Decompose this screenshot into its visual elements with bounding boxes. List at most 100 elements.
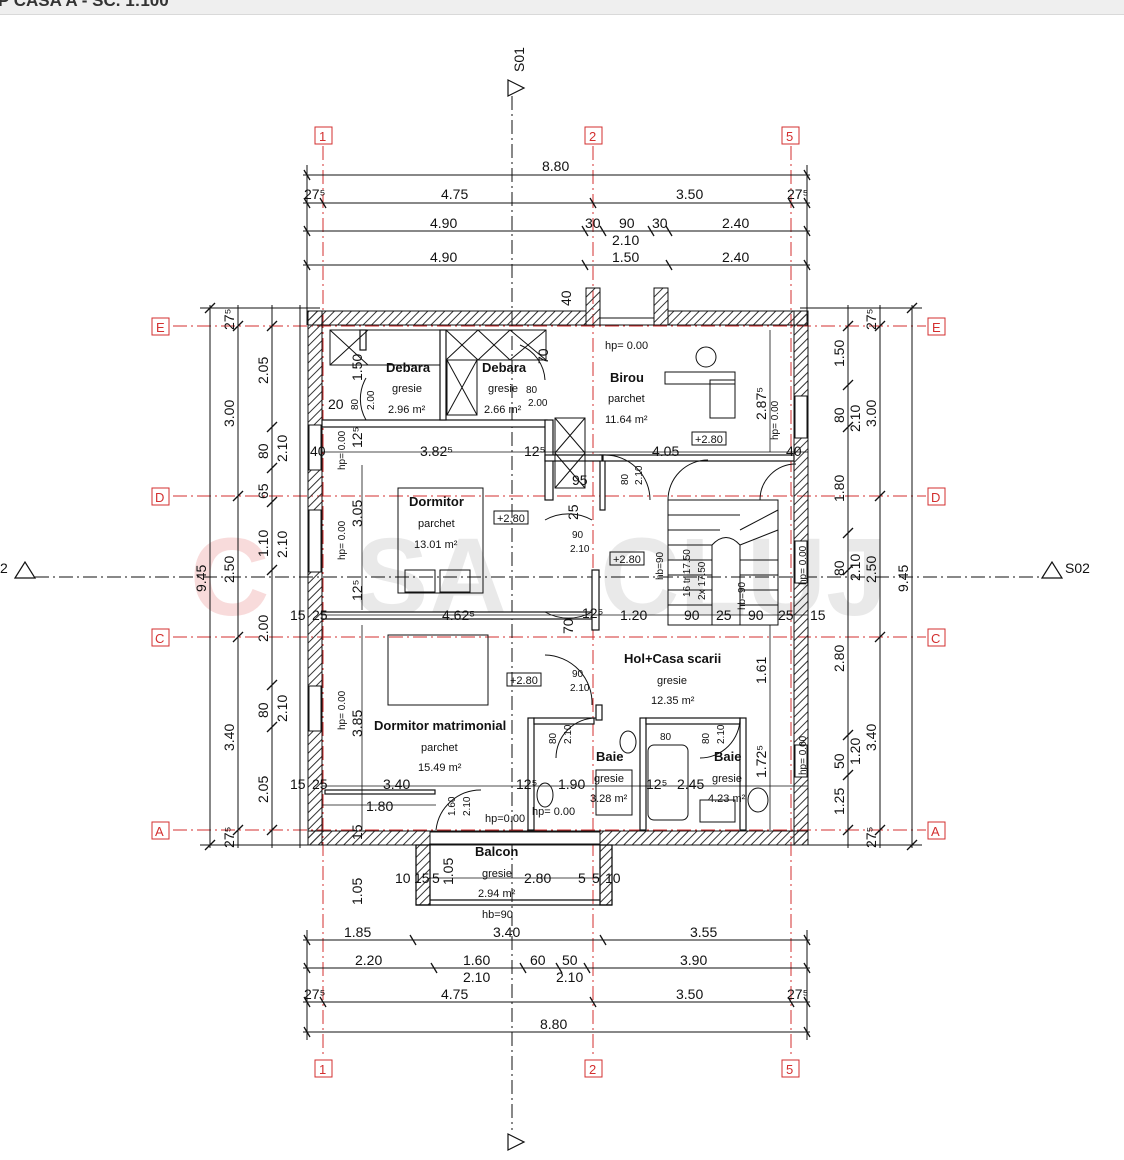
svg-text:1.20: 1.20 (847, 738, 863, 765)
svg-text:90: 90 (748, 607, 764, 623)
room-debara-2: Debara gresie 2.66 m² (482, 360, 527, 416)
dimension-labels-bottom: 1.85 3.40 3.55 2.20 1.60 60 50 3.90 2.10… (304, 924, 808, 1032)
svg-text:27⁵: 27⁵ (221, 309, 237, 330)
svg-text:2: 2 (589, 129, 596, 144)
svg-text:D: D (931, 490, 940, 505)
room-debara-1: Debara gresie 2.96 m² (386, 360, 431, 416)
svg-text:1.80: 1.80 (366, 798, 393, 814)
svg-text:2.10: 2.10 (634, 465, 645, 485)
svg-text:80: 80 (831, 560, 847, 576)
room-name: Balcon (475, 844, 518, 859)
svg-text:3.50: 3.50 (676, 986, 703, 1002)
svg-text:2.10: 2.10 (847, 554, 863, 581)
axis-marker-c-left: C (151, 628, 170, 647)
svg-text:2.10: 2.10 (570, 544, 590, 555)
svg-text:1.25: 1.25 (831, 788, 847, 815)
svg-text:2.45: 2.45 (677, 776, 704, 792)
svg-text:3.00: 3.00 (863, 400, 879, 427)
sink-icon (747, 787, 769, 813)
svg-text:25: 25 (778, 607, 794, 623)
svg-text:80: 80 (526, 385, 538, 396)
svg-text:40: 40 (310, 443, 326, 459)
section-label-s01: S01 (511, 47, 527, 72)
svg-text:E: E (932, 320, 941, 335)
room-finish: gresie (482, 868, 512, 880)
svg-text:hp= 0.00: hp= 0.00 (798, 735, 809, 775)
room-finish: gresie (488, 383, 518, 395)
axis-marker-a-right: A (927, 821, 946, 840)
svg-text:8.80: 8.80 (540, 1016, 567, 1032)
svg-text:9.45: 9.45 (895, 565, 911, 592)
axis-marker-5-top: 5 (781, 126, 800, 145)
svg-text:4.62⁵: 4.62⁵ (442, 607, 475, 623)
svg-text:10: 10 (395, 870, 411, 886)
room-name: Birou (610, 370, 644, 385)
svg-text:12⁵: 12⁵ (524, 443, 545, 459)
svg-text:80: 80 (548, 732, 559, 744)
bathtub (647, 744, 689, 821)
svg-text:2.00: 2.00 (255, 615, 271, 642)
axis-marker-5-bottom: 5 (781, 1059, 800, 1078)
svg-text:27⁵: 27⁵ (304, 186, 325, 202)
svg-text:2.50: 2.50 (863, 556, 879, 583)
room-area: 2.94 m² (478, 888, 516, 900)
svg-text:2.40: 2.40 (722, 249, 749, 265)
axis-markers: 1 2 5 1 2 5 E D C A E D C A (151, 126, 946, 1078)
svg-text:70: 70 (560, 618, 576, 634)
svg-text:3.50: 3.50 (676, 186, 703, 202)
bed-single (397, 487, 484, 594)
svg-text:2.80: 2.80 (524, 870, 551, 886)
svg-text:1.50: 1.50 (831, 340, 847, 367)
svg-text:E: E (156, 320, 165, 335)
svg-text:15: 15 (349, 824, 365, 840)
svg-text:1.10: 1.10 (255, 530, 271, 557)
svg-text:4.90: 4.90 (430, 215, 457, 231)
dimension-labels-right: 9.45 3.00 2.50 3.40 1.50 80 1.80 80 2.80… (831, 309, 911, 848)
svg-text:27⁵: 27⁵ (863, 309, 879, 330)
svg-text:4.05: 4.05 (652, 443, 679, 459)
room-finish: parchet (421, 742, 458, 754)
svg-text:12⁵: 12⁵ (646, 776, 667, 792)
staircase (667, 499, 779, 626)
room-area: 13.01 m² (414, 539, 458, 551)
room-name: Dormitor (409, 494, 464, 509)
room-finish: gresie (594, 773, 624, 785)
svg-text:80: 80 (701, 732, 712, 744)
axis-marker-c-right: C (927, 628, 946, 647)
svg-text:1.60: 1.60 (463, 952, 490, 968)
svg-text:50: 50 (831, 753, 847, 769)
svg-text:hp= 0.00: hp= 0.00 (770, 400, 781, 440)
svg-text:20: 20 (328, 396, 344, 412)
room-name: Debara (386, 360, 431, 375)
svg-text:1.05: 1.05 (349, 878, 365, 905)
svg-text:4.90: 4.90 (430, 249, 457, 265)
svg-text:1.61: 1.61 (753, 657, 769, 684)
svg-text:1: 1 (319, 1062, 326, 1077)
svg-text:2.10: 2.10 (274, 435, 290, 462)
svg-text:2.40: 2.40 (722, 215, 749, 231)
closets (329, 329, 586, 489)
svg-text:80: 80 (255, 443, 271, 459)
room-dormitor: Dormitor parchet 13.01 m² (409, 494, 464, 551)
section-line-s01: S01 (507, 47, 527, 1151)
svg-text:1.05: 1.05 (440, 858, 456, 885)
outer-walls (307, 287, 809, 846)
svg-text:2.00: 2.00 (528, 398, 548, 409)
axis-marker-e-left: E (151, 317, 170, 336)
svg-text:27⁵: 27⁵ (221, 827, 237, 848)
svg-text:2.00: 2.00 (366, 390, 377, 410)
svg-text:A: A (931, 824, 940, 839)
svg-text:+2.80: +2.80 (510, 675, 538, 687)
furniture (387, 346, 769, 823)
axis-marker-2-bottom: 2 (584, 1059, 603, 1078)
balcony (415, 844, 613, 906)
doors (359, 344, 797, 831)
svg-text:hp= 0.00: hp= 0.00 (337, 430, 348, 470)
svg-text:2.05: 2.05 (255, 776, 271, 803)
room-finish: gresie (392, 383, 422, 395)
svg-text:2.10: 2.10 (570, 683, 590, 694)
svg-text:80: 80 (660, 732, 672, 743)
svg-text:2: 2 (589, 1062, 596, 1077)
svg-text:8.80: 8.80 (542, 158, 569, 174)
